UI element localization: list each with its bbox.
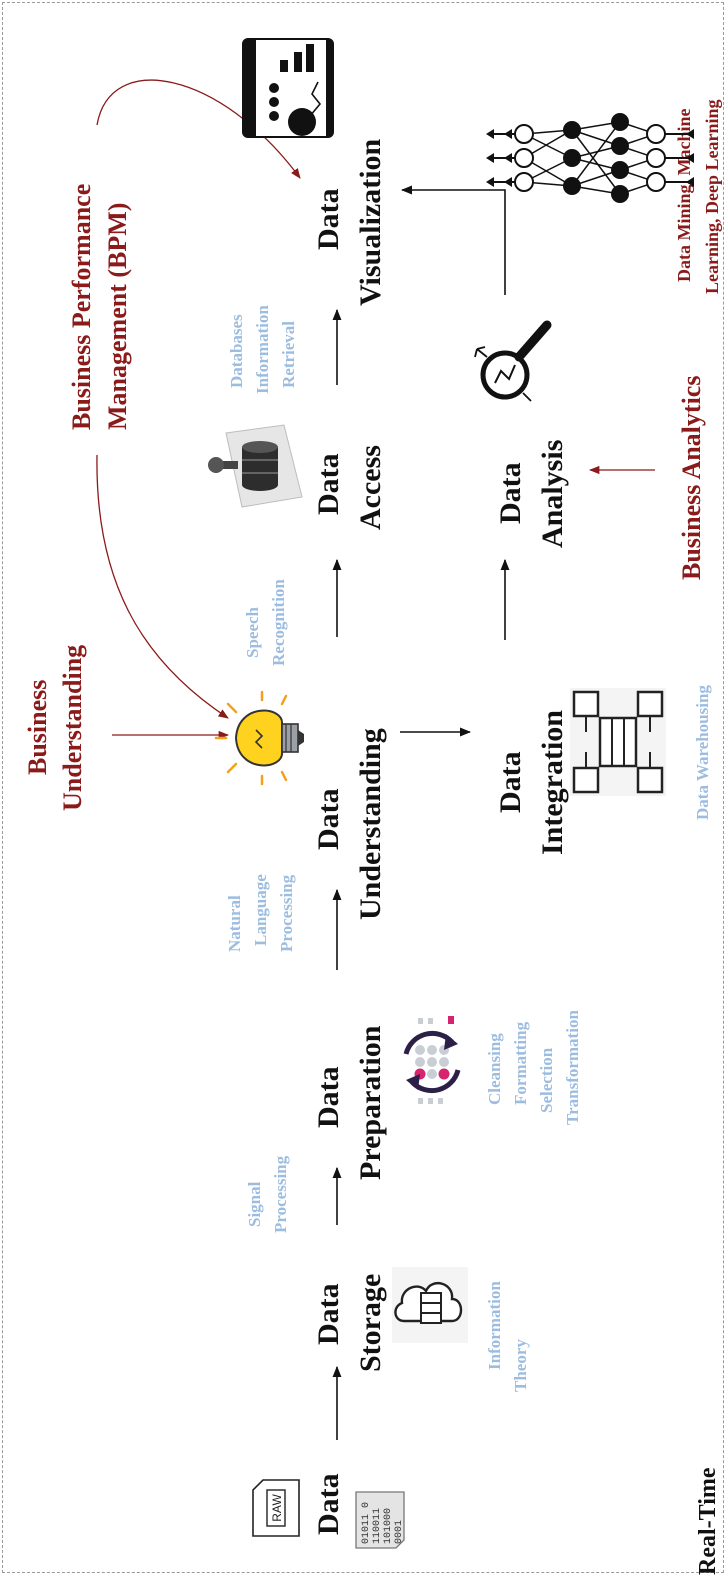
arrow-bpm-to-understanding [96,454,229,719]
label-data-mining: Data Mining, Machine Learning, Deep Lear… [674,99,722,294]
label-data-warehousing: Data Warehousing [693,685,712,820]
label-nlp: Natural Language Processing [225,870,296,952]
node-data-integration: Data Integration [494,710,569,855]
label-information-theory: Information Theory [485,1277,530,1392]
label-business-understanding: Business Understanding [23,645,87,811]
label-databases: Databases Information Retrieval [227,301,298,394]
neural-network-icon [486,113,694,203]
node-data-access: Data Access [312,445,387,530]
label-bpm: Business Performance Management (BPM) [67,177,132,430]
label-real-time: Real-Time [695,1467,721,1575]
binary-file-icon: 01011 0 110011 101000 0001 [355,1491,405,1549]
arrow-bpm-to-visualization [96,79,301,179]
node-data: Data [312,1473,345,1535]
flow-arrows [332,185,510,1440]
database-key-icon [208,424,303,508]
svg-text:01011 0 110011 101: 01011 0 110011 101000 0001 [361,1496,405,1544]
node-data-preparation: Data Preparation [312,1025,387,1180]
dashboard-icon [242,38,334,138]
label-signal-processing: Signal Processing [245,1155,290,1233]
data-warehouse-icon [570,688,666,796]
arrow-analysis-to-visualization [400,185,506,295]
lightbulb-icon [214,690,304,786]
svg-text:RAW: RAW [270,1494,284,1522]
magnifier-analysis-icon [474,320,552,402]
data-preparation-icon [403,1016,461,1104]
business-arrows [96,79,655,740]
raw-file-icon: RAW [252,1479,300,1537]
label-business-analytics: Business Analytics [677,376,706,580]
node-data-analysis: Data Analysis [494,440,569,548]
node-data-understanding: Data Understanding [312,728,387,920]
label-cleansing: Cleansing Formatting Selection Transform… [485,1010,582,1125]
node-data-storage: Data Storage [312,1274,387,1372]
cloud-storage-icon [392,1267,468,1343]
node-data-visualization: Data Visualization [312,138,387,306]
label-speech-recognition: Speech Recognition [243,579,288,666]
